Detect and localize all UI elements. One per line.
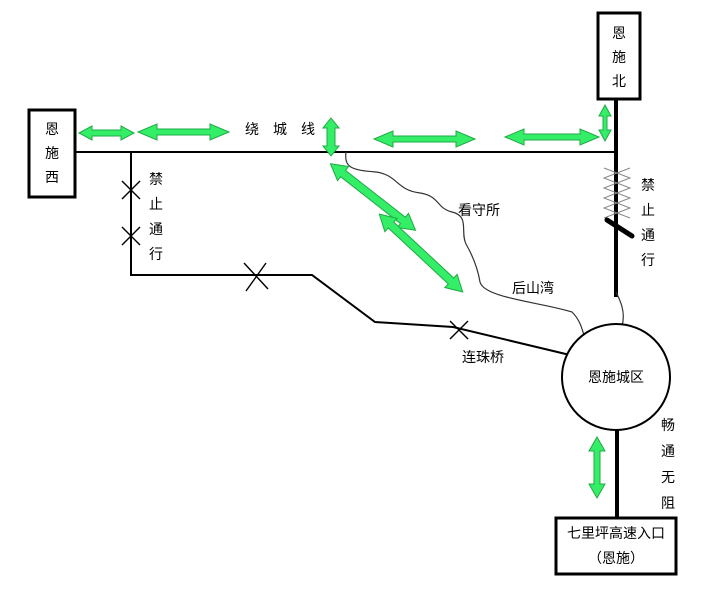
closure-mark-north-zigzag — [602, 167, 632, 219]
ring-road-label: 绕 城 线 — [245, 122, 315, 138]
svg-text:通: 通 — [149, 222, 163, 238]
closed-west-label: 禁 止 通 行 — [149, 172, 163, 263]
svg-text:恩施城区: 恩施城区 — [588, 370, 644, 386]
svg-text:畅: 畅 — [661, 418, 675, 434]
double-arrow-h-3 — [372, 130, 477, 148]
closure-mark-west-1 — [121, 180, 141, 200]
lianzhu-bridge-label: 连珠桥 — [462, 350, 504, 366]
svg-text:行: 行 — [641, 253, 655, 269]
svg-text:行: 行 — [149, 247, 163, 263]
svg-text:施: 施 — [45, 146, 59, 162]
north-city-path — [615, 291, 624, 327]
double-arrow-v-south — [588, 435, 606, 500]
node-enshi-north: 恩 施 北 — [596, 11, 642, 101]
node-city-center: 恩施城区 — [561, 323, 671, 431]
svg-text:七里坪高速入口: 七里坪高速入口 — [567, 525, 665, 542]
svg-text:禁: 禁 — [641, 178, 655, 194]
barrier-north — [604, 217, 635, 239]
clear-south-label: 畅 通 无 阻 — [661, 418, 675, 512]
node-qiliping-entrance: 七里坪高速入口 （恩施） — [554, 516, 678, 576]
svg-text:禁: 禁 — [149, 172, 163, 188]
double-arrow-diag-2 — [378, 213, 464, 293]
double-arrow-h-4 — [503, 128, 601, 146]
double-arrow-h-2 — [136, 123, 231, 141]
node-enshi-west: 恩 施 西 — [27, 108, 77, 199]
closed-north-label: 禁 止 通 行 — [641, 178, 655, 269]
detention-center-path — [345, 151, 587, 341]
closure-mark-lianzhu-1 — [243, 262, 269, 292]
svg-text:通: 通 — [661, 444, 675, 460]
svg-text:施: 施 — [612, 50, 626, 66]
double-arrow-h-1 — [77, 125, 136, 141]
closure-mark-lianzhu-2 — [449, 320, 469, 340]
lianzhu-road — [130, 274, 572, 357]
svg-text:西: 西 — [45, 170, 59, 186]
svg-text:无: 无 — [661, 470, 675, 486]
double-arrow-diag-1 — [329, 163, 417, 231]
svg-text:止: 止 — [149, 197, 163, 213]
svg-text:北: 北 — [612, 74, 626, 90]
houshanwan-label: 后山湾 — [512, 280, 554, 297]
svg-text:恩: 恩 — [45, 122, 59, 138]
svg-text:线: 线 — [301, 122, 315, 138]
svg-text:止: 止 — [641, 203, 655, 219]
svg-text:阻: 阻 — [661, 496, 675, 512]
detention-center-label: 看守所 — [458, 203, 500, 219]
svg-text:（恩施）: （恩施） — [588, 551, 644, 567]
double-arrow-v-ring — [321, 117, 341, 157]
svg-text:绕: 绕 — [245, 122, 259, 138]
svg-text:通: 通 — [641, 228, 655, 244]
svg-text:城: 城 — [273, 122, 287, 138]
closure-mark-west-2 — [121, 226, 141, 246]
double-arrow-v-north — [598, 103, 612, 143]
svg-text:恩: 恩 — [612, 26, 626, 42]
